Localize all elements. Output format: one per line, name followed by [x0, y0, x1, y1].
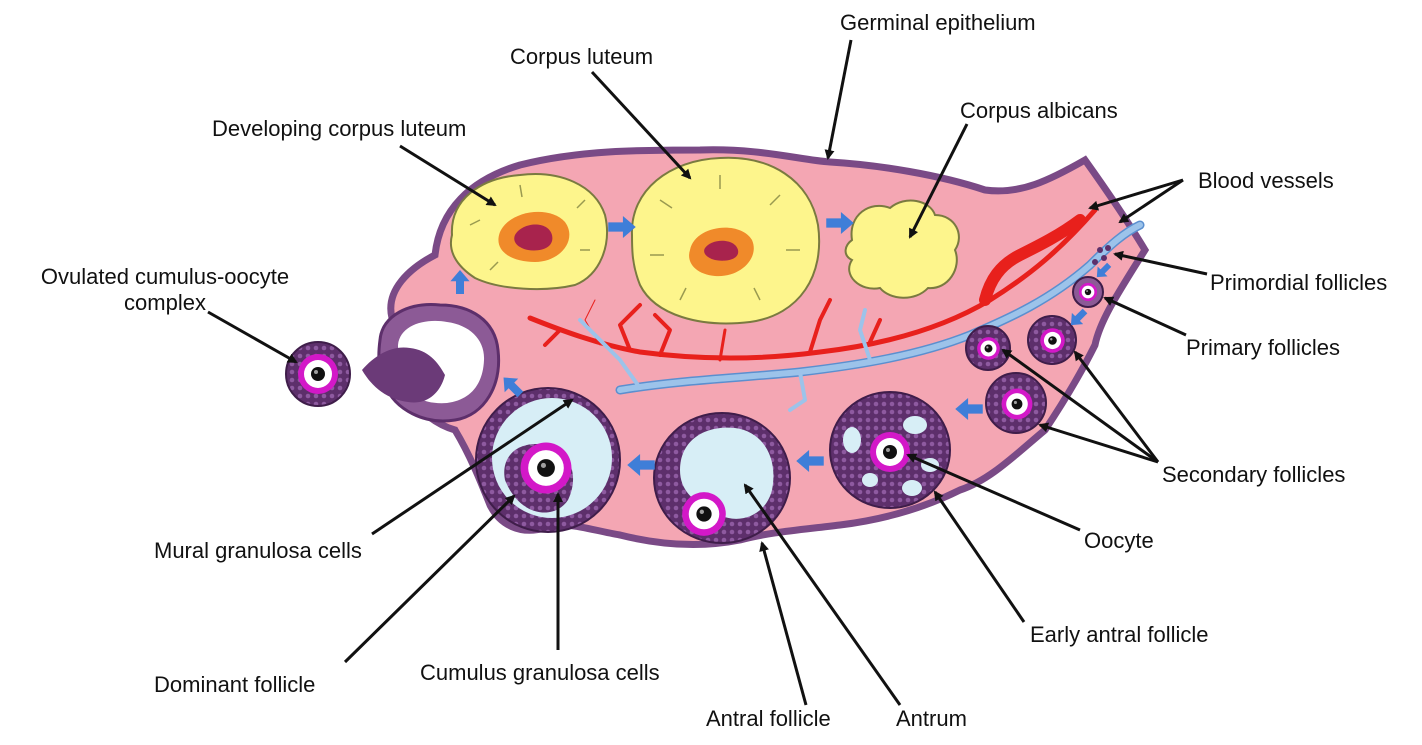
- label-cumulus-granulosa-cells: Cumulus granulosa cells: [420, 660, 660, 686]
- antral-follicle: [654, 413, 790, 543]
- label-ovulated-complex: Ovulated cumulus-oocyte complex: [10, 264, 320, 317]
- corpus-luteum: [632, 158, 819, 324]
- corpus-albicans: [846, 201, 959, 298]
- ruptured-follicle: [362, 305, 499, 421]
- label-primordial-follicles: Primordial follicles: [1210, 270, 1387, 296]
- label-oocyte: Oocyte: [1084, 528, 1154, 554]
- label-antral-follicle: Antral follicle: [706, 706, 831, 732]
- label-ovulated-complex-line1: Ovulated cumulus-oocyte: [10, 264, 320, 290]
- primary-follicle: [1073, 277, 1103, 307]
- early-antral-follicle: [830, 392, 950, 508]
- label-mural-granulosa-cells: Mural granulosa cells: [154, 538, 362, 564]
- label-corpus-luteum: Corpus luteum: [510, 44, 653, 70]
- label-germinal-epithelium: Germinal epithelium: [840, 10, 1036, 36]
- label-ovulated-complex-line2: complex: [10, 290, 320, 316]
- label-developing-corpus-luteum: Developing corpus luteum: [212, 116, 466, 142]
- label-primary-follicles: Primary follicles: [1186, 335, 1340, 361]
- label-corpus-albicans: Corpus albicans: [960, 98, 1118, 124]
- label-early-antral-follicle: Early antral follicle: [1030, 622, 1209, 648]
- label-dominant-follicle: Dominant follicle: [154, 672, 315, 698]
- ovulated-complex: [286, 342, 350, 406]
- label-secondary-follicles: Secondary follicles: [1162, 462, 1345, 488]
- label-blood-vessels: Blood vessels: [1198, 168, 1334, 194]
- label-antrum: Antrum: [896, 706, 967, 732]
